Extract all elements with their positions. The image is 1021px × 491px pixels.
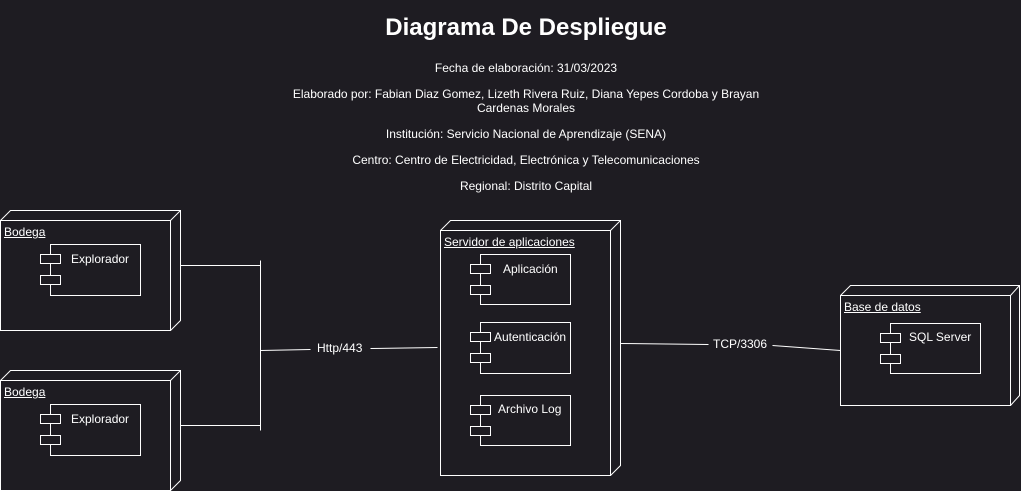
diagram-title: Diagrama De Despliegue bbox=[385, 14, 667, 41]
edge-label-tcp: TCP/3306 bbox=[711, 337, 770, 351]
meta-fecha: Fecha de elaboración: 31/03/2023 bbox=[434, 61, 618, 75]
node-bodega-2-title: Bodega bbox=[4, 385, 46, 399]
component-archivo-log-label: Archivo Log bbox=[498, 402, 562, 416]
component-sql-server-label: SQL Server bbox=[909, 330, 972, 344]
component-explorador-2-label: Explorador bbox=[71, 412, 130, 426]
node-servidor-title: Servidor de aplicaciones bbox=[444, 235, 575, 249]
edge-label-http: Http/443 bbox=[315, 341, 365, 355]
component-explorador-1 bbox=[40, 244, 141, 296]
component-aplicacion bbox=[470, 254, 571, 305]
component-explorador-1-label: Explorador bbox=[71, 252, 130, 266]
connector-http bbox=[180, 260, 438, 431]
component-explorador-2 bbox=[40, 404, 141, 456]
component-sql-server bbox=[880, 323, 981, 374]
node-bodega-1-title: Bodega bbox=[4, 225, 46, 239]
component-archivo-log bbox=[470, 395, 571, 446]
node-servidor bbox=[440, 220, 621, 476]
component-aplicacion-label: Aplicación bbox=[503, 262, 558, 276]
node-base-de-datos-title: Base de datos bbox=[844, 300, 921, 314]
component-autenticacion bbox=[470, 322, 571, 374]
meta-regional: Regional: Distrito Capital bbox=[459, 179, 593, 193]
connector-tcp bbox=[620, 343, 841, 351]
meta-centro: Centro: Centro de Electricidad, Electrón… bbox=[352, 153, 700, 167]
component-autenticacion-label: Autenticación bbox=[494, 330, 567, 344]
node-bodega-1 bbox=[0, 210, 181, 331]
meta-institucion: Institución: Servicio Nacional de Aprend… bbox=[385, 127, 667, 141]
meta-elaborado-line2: Cardenas Morales bbox=[476, 101, 576, 115]
meta-elaborado-line1: Elaborado por: Fabian Diaz Gomez, Lizeth… bbox=[292, 87, 760, 101]
